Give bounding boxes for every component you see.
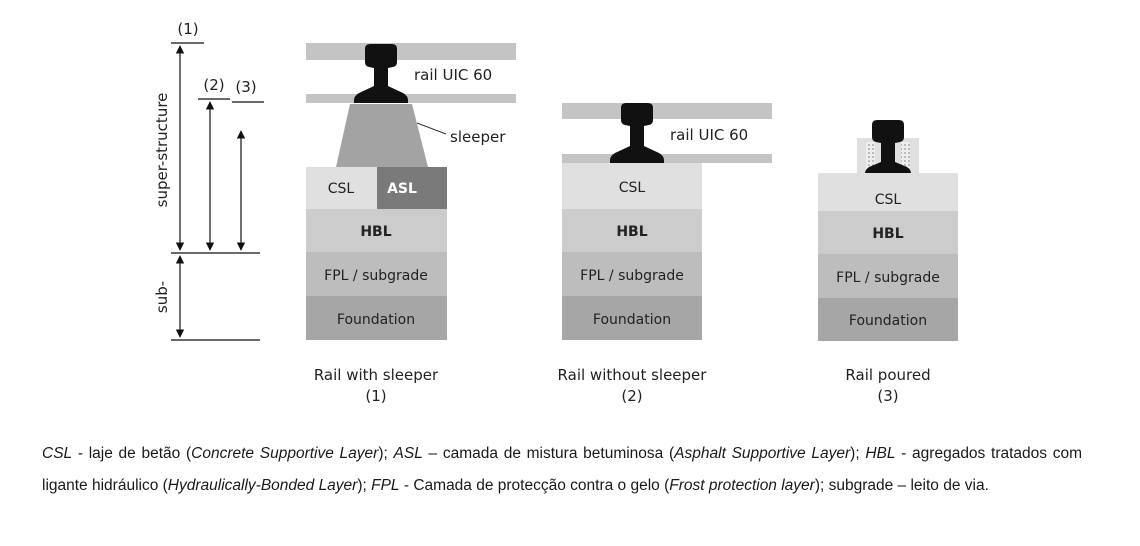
sleeper-label: sleeper [450, 128, 506, 146]
layer-asl [377, 167, 447, 209]
marker-3-label: (3) [235, 78, 256, 96]
csl-label: CSL [619, 180, 646, 196]
legend-csl-abbr: CSL [42, 445, 73, 462]
beam-top [562, 103, 772, 119]
column-number: (3) [877, 387, 898, 405]
layer-hbl [306, 209, 447, 252]
sub-structure-label: sub- [153, 281, 171, 313]
layer-fpl [306, 252, 447, 296]
layer-hbl [818, 211, 958, 254]
rail-label: rail UIC 60 [414, 66, 492, 84]
track-structure-diagram: (1) (2) (3) super-structure sub- rail UI… [153, 20, 958, 405]
column-number: (2) [621, 387, 642, 405]
layer-fpl [818, 254, 958, 298]
column-caption: Rail with sleeper [314, 366, 439, 384]
sleeper [336, 104, 428, 167]
rail-profile [610, 103, 664, 163]
column-caption: Rail without sleeper [558, 366, 708, 384]
beam-bottom [306, 94, 516, 103]
legend-fpl-text: - Camada de protecção contra o gelo ( [399, 477, 670, 494]
hbl-label: HBL [872, 226, 903, 242]
legend-fpl-en: Frost protection layer [669, 477, 815, 494]
fpl-label: FPL / subgrade [324, 268, 428, 284]
rail-profile [354, 44, 408, 103]
legend-hbl-abbr: HBL [865, 445, 896, 462]
marker-2-label: (2) [203, 76, 224, 94]
legend-asl-abbr: ASL [393, 445, 423, 462]
layer-hbl [562, 209, 702, 252]
rail-profile [865, 120, 911, 173]
legend-fpl-close: ); subgrade – leito de via. [814, 477, 989, 494]
legend-hbl-en: Hydraulically-Bonded Layer [167, 477, 358, 494]
legend-asl-text: – camada de mistura betuminosa ( [422, 445, 675, 462]
legend-hbl-text: - agregados tratados com ligante hidrául… [42, 445, 1082, 494]
column-rail-without-sleeper: rail UIC 60 CSL HBL FPL / subgrade Found… [558, 103, 772, 405]
pour-fill-right [901, 142, 910, 173]
rail-label: rail UIC 60 [670, 126, 748, 144]
layer-csl [562, 163, 702, 209]
csl-label: CSL [875, 192, 902, 208]
fpl-label: FPL / subgrade [836, 270, 940, 286]
column-caption: Rail poured [845, 366, 930, 384]
hbl-label: HBL [360, 224, 391, 240]
super-structure-label: super-structure [153, 93, 171, 208]
layer-fpl [562, 252, 702, 296]
foundation-label: Foundation [337, 312, 415, 328]
layer-foundation [818, 298, 958, 341]
pour-fill-left [866, 142, 875, 173]
foundation-label: Foundation [849, 313, 927, 329]
layer-foundation [562, 296, 702, 340]
csl-label: CSL [328, 181, 355, 197]
asl-label: ASL [387, 181, 417, 197]
column-rail-with-sleeper: rail UIC 60 sleeper CSL ASL HBL FPL / su… [306, 43, 516, 405]
hbl-label: HBL [616, 224, 647, 240]
layer-csl [306, 167, 377, 209]
foundation-label: Foundation [593, 312, 671, 328]
column-rail-poured: CSL HBL FPL / subgrade Foundation Rail p… [818, 120, 958, 405]
layer-csl [818, 173, 958, 211]
column-number: (1) [365, 387, 386, 405]
legend-csl-en: Concrete Supportive Layer [191, 445, 379, 462]
beam-bottom [562, 154, 772, 163]
layer-foundation [306, 296, 447, 340]
legend-asl-close: ); [850, 445, 866, 462]
marker-1-label: (1) [177, 20, 198, 38]
abbreviation-legend: CSL - laje de betão (Concrete Supportive… [42, 438, 1082, 502]
legend-csl-close: ); [378, 445, 394, 462]
legend-csl-text: - laje de betão ( [72, 445, 192, 462]
sleeper-leader-line [416, 122, 447, 135]
legend-hbl-close: ); [357, 477, 372, 494]
fpl-label: FPL / subgrade [580, 268, 684, 284]
legend-asl-en: Asphalt Supportive Layer [674, 445, 851, 462]
beam-top [306, 43, 516, 60]
legend-fpl-abbr: FPL [371, 477, 400, 494]
dimension-annotations: (1) (2) (3) super-structure sub- [153, 20, 264, 341]
